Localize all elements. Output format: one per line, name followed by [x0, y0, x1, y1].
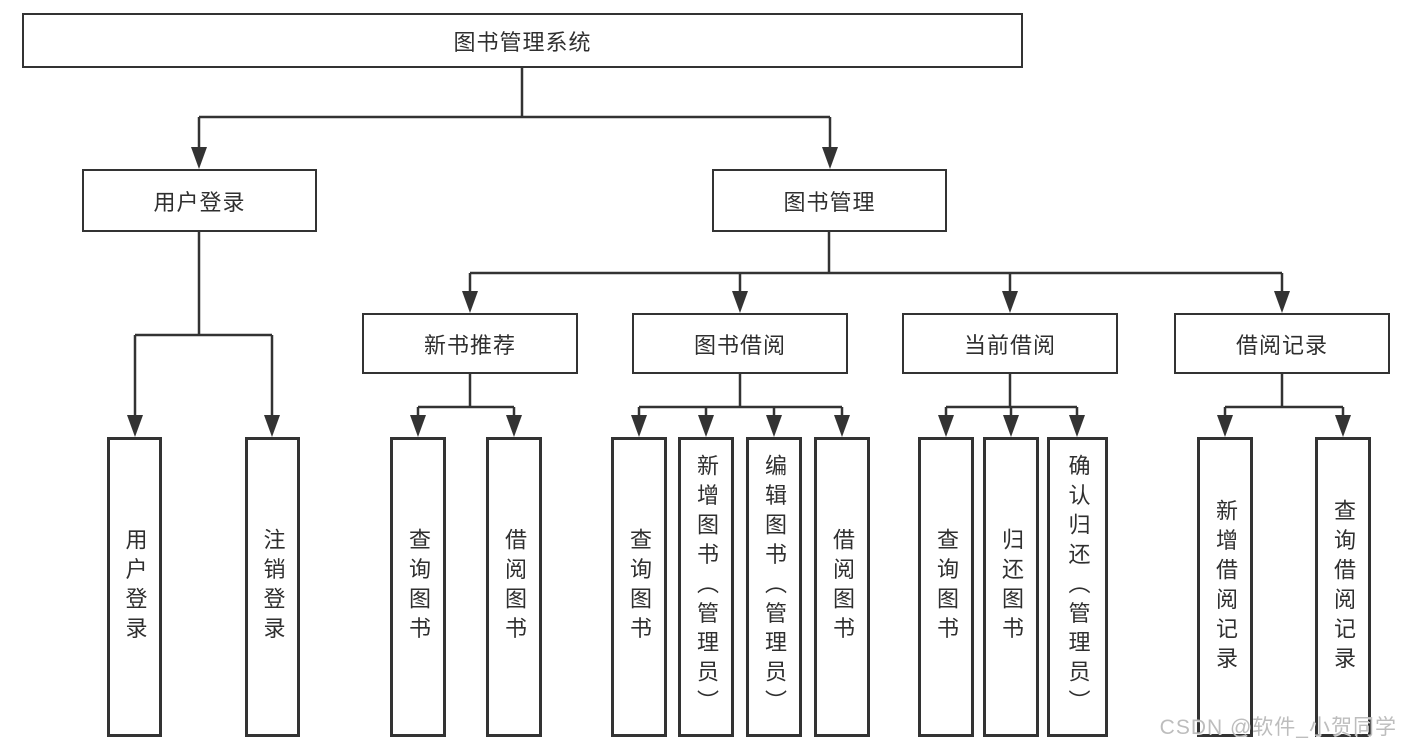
leaf-user-login: 用户登录: [107, 437, 162, 737]
leaf-confirm-return-admin: 确认归还（管理员）: [1047, 437, 1108, 737]
leaf-add-borrow-record: 新增借阅记录: [1197, 437, 1253, 737]
node-book-management: 图书管理: [712, 169, 947, 232]
node-user-login: 用户登录: [82, 169, 317, 232]
leaf-return-books: 归还图书: [983, 437, 1039, 737]
leaf-borrow-books: 借阅图书: [814, 437, 870, 737]
node-current-borrow: 当前借阅: [902, 313, 1118, 374]
arrowheads: [127, 147, 1351, 437]
csdn-watermark: CSDN @软件_小贺同学: [1159, 716, 1397, 739]
leaf-query-books-recommend: 查询图书: [390, 437, 446, 737]
leaf-edit-books-admin: 编辑图书（管理员）: [746, 437, 802, 737]
node-new-book-recommend: 新书推荐: [362, 313, 578, 374]
leaf-query-books-borrow: 查询图书: [611, 437, 667, 737]
node-library-management-system: 图书管理系统: [22, 13, 1023, 68]
node-book-borrow: 图书借阅: [632, 313, 848, 374]
node-borrow-records: 借阅记录: [1174, 313, 1390, 374]
leaf-add-books-admin: 新增图书（管理员）: [678, 437, 734, 737]
leaf-borrow-books-recommend: 借阅图书: [486, 437, 542, 737]
leaf-query-borrow-record: 查询借阅记录: [1315, 437, 1371, 737]
leaf-logout: 注销登录: [245, 437, 300, 737]
leaf-query-books-current: 查询图书: [918, 437, 974, 737]
